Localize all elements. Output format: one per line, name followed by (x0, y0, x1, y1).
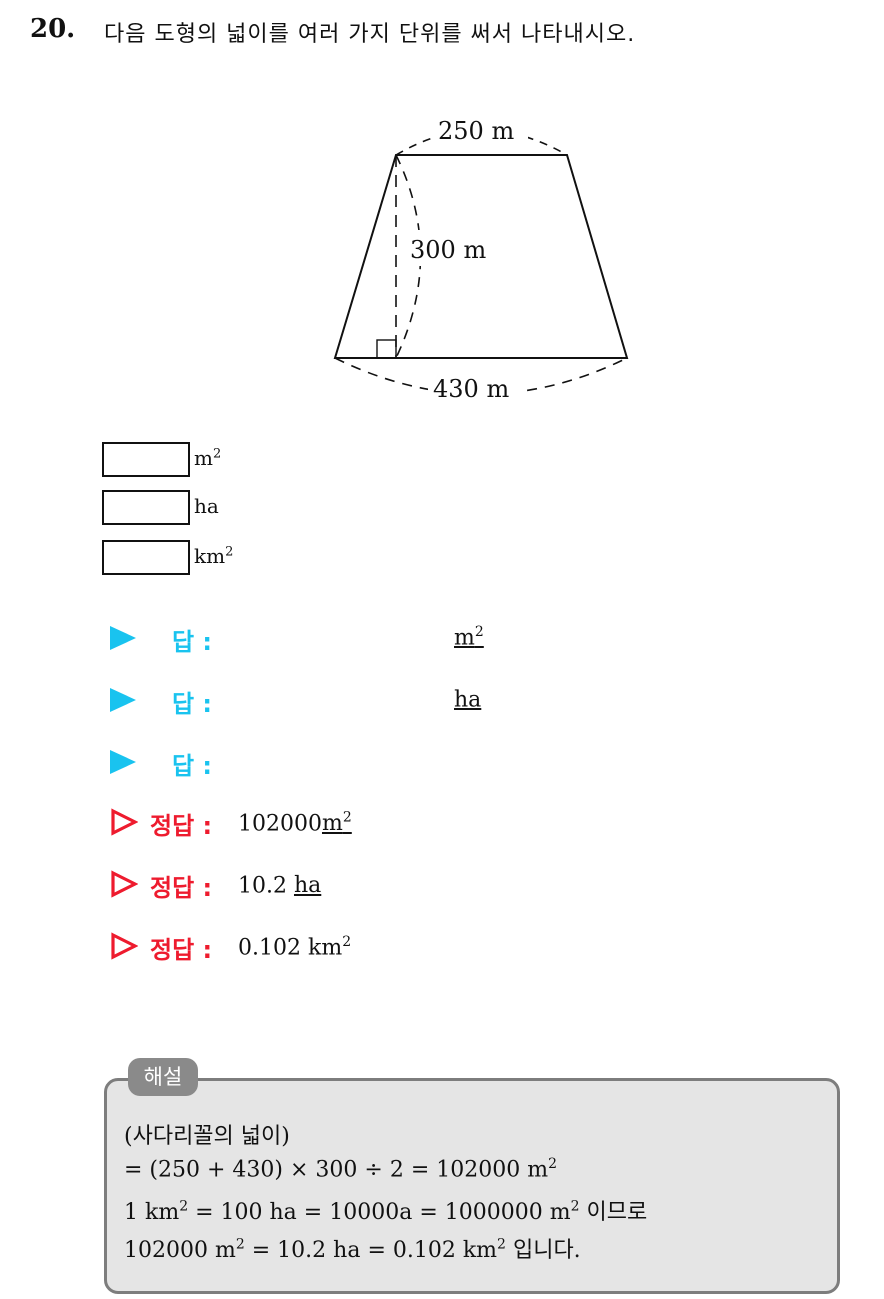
right-angle-mark (376, 339, 397, 359)
answer-label: 답 : (172, 628, 213, 656)
answer-label: 답 : (172, 690, 213, 718)
blank-input-box[interactable] (102, 540, 190, 575)
solution-value: 10.2 ha (238, 873, 322, 899)
answer-label: 답 : (172, 752, 213, 780)
height-label-bg (408, 230, 496, 266)
explanation-line-4: 102000 m2 = 10.2 ha = 0.102 km2 입니다. (124, 1236, 581, 1263)
solution-value: 0.102 km2 (238, 934, 352, 961)
answer-marker-icon (110, 688, 136, 712)
unit-label: ha (194, 494, 219, 518)
explanation-line-2: = (250 + 430) × 300 ÷ 2 = 102000 m2 (124, 1156, 558, 1183)
answer-marker-icon (110, 626, 136, 650)
answer-marker-icon (110, 750, 136, 774)
answer-unit: m2 (454, 624, 484, 651)
solution-value: 102000m2 (238, 810, 352, 837)
question-number: 20. (30, 14, 76, 44)
blank-input-box[interactable] (102, 490, 190, 525)
solution-marker-icon (111, 870, 138, 898)
unit-label: m2 (194, 446, 222, 470)
solution-marker-icon (111, 808, 138, 836)
answer-unit: ha (454, 687, 482, 713)
explanation-tag: 해설 (128, 1058, 198, 1096)
trapezoid-shape (333, 154, 629, 359)
explanation-line-3: 1 km2 = 100 ha = 10000a = 1000000 m2 이므로 (124, 1198, 648, 1225)
question-text: 다음 도형의 넓이를 여러 가지 단위를 써서 나타내시오. (104, 22, 636, 47)
height-arc (395, 154, 422, 359)
blank-input-box[interactable] (102, 442, 190, 477)
solution-label: 정답 : (150, 812, 213, 840)
bottom-length-label: 430 m (433, 375, 509, 403)
solution-label: 정답 : (150, 936, 213, 964)
solution-label: 정답 : (150, 874, 213, 902)
solution-marker-icon (111, 932, 138, 960)
top-label-bg (432, 110, 528, 144)
bottom-label-bg (428, 372, 524, 408)
explanation-box (104, 1078, 840, 1294)
explanation-line-1: (사다리꼴의 넓이) (124, 1124, 290, 1149)
height-length-label: 300 m (410, 236, 486, 264)
unit-label: km2 (194, 544, 234, 568)
top-length-label: 250 m (438, 117, 514, 145)
trapezoid-figure: 250 m 300 m 430 m (333, 110, 629, 408)
top-arc (395, 129, 568, 156)
